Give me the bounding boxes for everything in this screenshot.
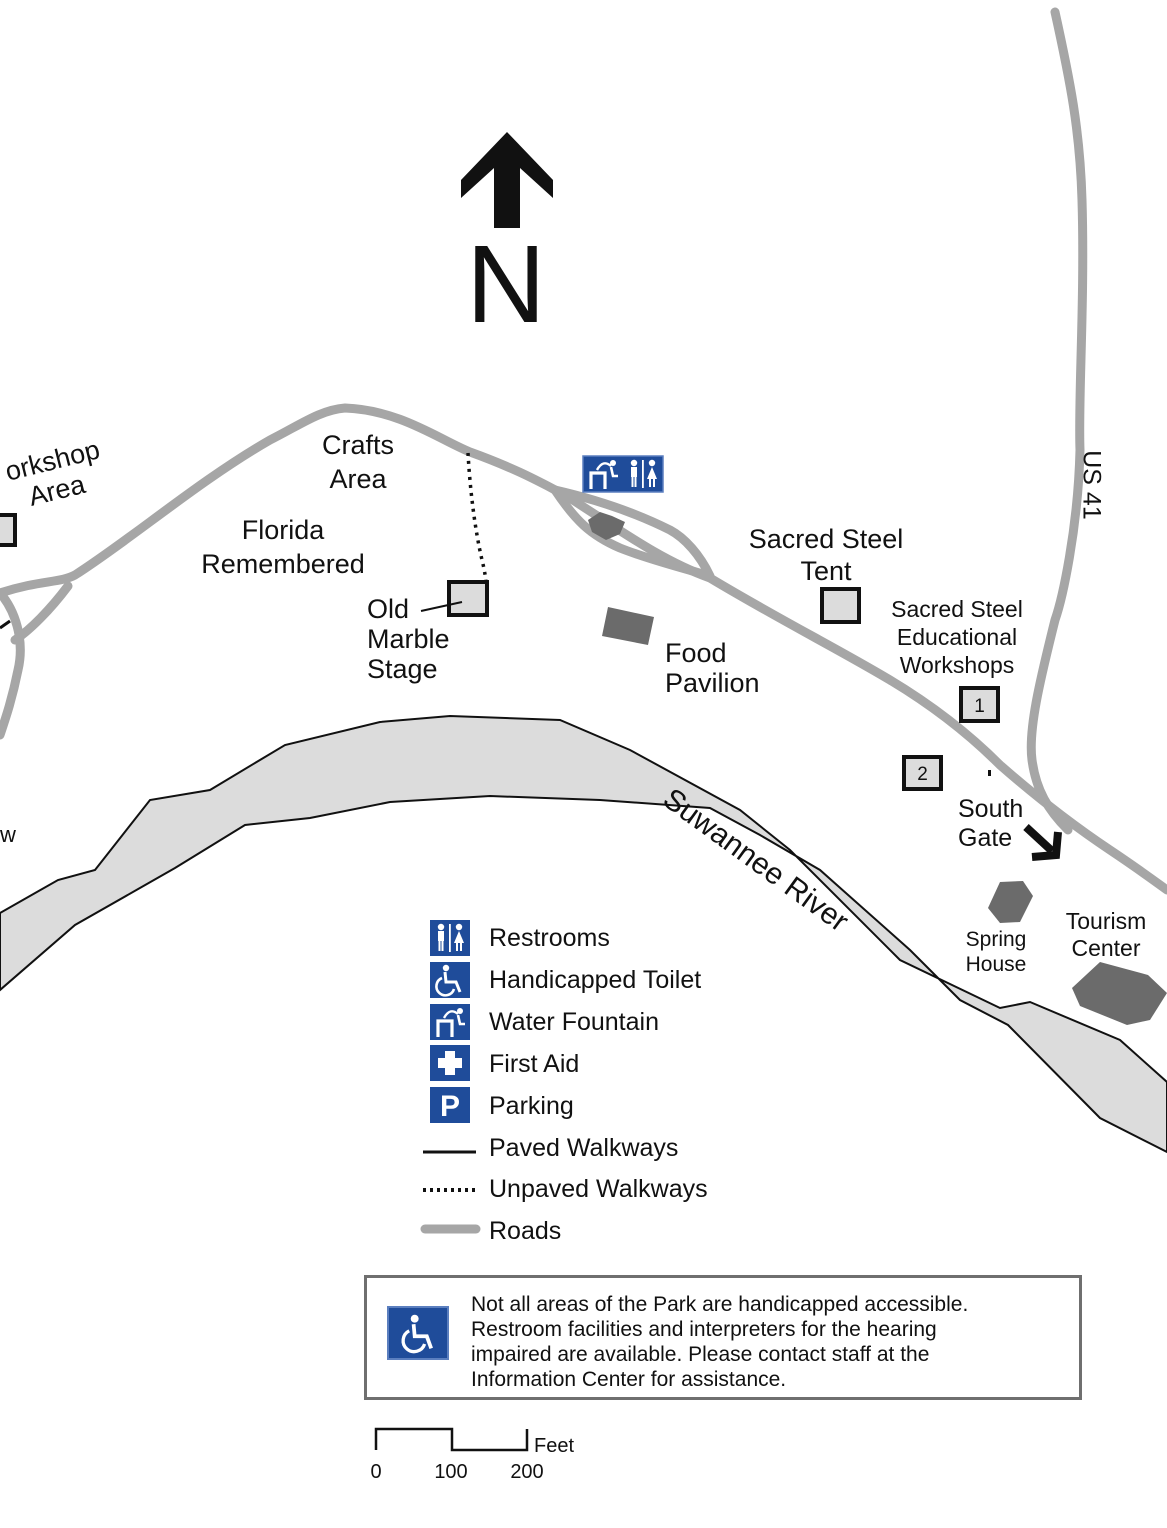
svg-text:Spring: Spring xyxy=(966,928,1027,951)
svg-text:Florida: Florida xyxy=(242,515,326,545)
svg-text:Educational: Educational xyxy=(897,624,1017,650)
svg-text:2: 2 xyxy=(917,764,928,785)
spring-house-label: Spring House xyxy=(966,928,1027,976)
svg-text:N: N xyxy=(466,223,545,346)
accessibility-notice: Not all areas of the Park are handicappe… xyxy=(364,1275,1082,1400)
svg-text:Pavilion: Pavilion xyxy=(665,668,760,698)
food-pavilion-building xyxy=(602,607,654,645)
edge-label-fragment: w xyxy=(0,822,16,847)
north-arrow: N xyxy=(461,132,553,346)
svg-text:Sacred Steel: Sacred Steel xyxy=(891,596,1023,622)
legend-item-unpaved-walkways: Unpaved Walkways xyxy=(423,1175,708,1203)
svg-text:Old: Old xyxy=(367,594,409,624)
florida-remembered-label: Florida Remembered xyxy=(201,515,365,579)
notice-text: Not all areas of the Park are handicappe… xyxy=(471,1292,1071,1392)
workshop-area-label: orkshop Area xyxy=(2,434,102,511)
notice-line: impaired are available. Please contact s… xyxy=(471,1343,930,1366)
restroom-icon xyxy=(430,920,470,956)
south-gate-arrow-icon xyxy=(1023,824,1062,861)
svg-text:100: 100 xyxy=(434,1461,467,1483)
paved-walkway-segment xyxy=(0,619,11,630)
svg-text:Area: Area xyxy=(329,464,387,494)
amenity-icons xyxy=(581,454,664,494)
svg-text:200: 200 xyxy=(510,1461,543,1483)
sacred-steel-tent-marker[interactable] xyxy=(820,587,861,624)
svg-text:South: South xyxy=(958,795,1023,823)
handicapped-icon xyxy=(387,1306,449,1360)
road-west-spur xyxy=(0,588,25,740)
svg-text:Gate: Gate xyxy=(958,824,1012,852)
workshop-marker-2[interactable]: 2 xyxy=(902,755,943,791)
road-west-link xyxy=(10,581,73,645)
notice-line: Not all areas of the Park are handicappe… xyxy=(471,1293,969,1316)
svg-text:0: 0 xyxy=(370,1461,381,1483)
svg-text:First Aid: First Aid xyxy=(489,1050,579,1078)
old-marble-stage-label: Old Marble Stage xyxy=(367,594,450,684)
svg-text:Water Fountain: Water Fountain xyxy=(489,1008,659,1036)
sacred-steel-workshops-label: Sacred Steel Educational Workshops xyxy=(891,596,1023,678)
road-main xyxy=(0,403,1167,895)
notice-line: Information Center for assistance. xyxy=(471,1368,787,1391)
svg-text:Marble: Marble xyxy=(367,624,450,654)
legend: Restrooms Handicapped Toilet Water Fount… xyxy=(420,920,708,1245)
stage-leader-line xyxy=(420,601,463,612)
svg-text:Unpaved Walkways: Unpaved Walkways xyxy=(489,1175,708,1203)
svg-text:Tent: Tent xyxy=(800,556,852,586)
water-fountain-icon xyxy=(581,454,625,494)
crafts-area-label: Crafts Area xyxy=(322,430,394,494)
svg-text:Food: Food xyxy=(665,638,727,668)
svg-text:1: 1 xyxy=(974,696,985,717)
road-us41 xyxy=(1026,7,1088,835)
parking-icon xyxy=(430,1087,470,1123)
roads xyxy=(0,7,1167,895)
legend-item-roads: Roads xyxy=(420,1217,561,1245)
river-label: Suwannee River xyxy=(657,782,854,938)
handicapped-icon xyxy=(428,960,472,1000)
picnic-shelter xyxy=(588,512,625,540)
legend-item-handicapped-toilet: Handicapped Toilet xyxy=(428,960,701,1000)
svg-text:Remembered: Remembered xyxy=(201,549,365,579)
svg-text:Handicapped Toilet: Handicapped Toilet xyxy=(489,966,701,994)
legend-item-paved-walkways: Paved Walkways xyxy=(423,1134,678,1162)
svg-text:Center: Center xyxy=(1071,935,1140,961)
south-gate-label: South Gate xyxy=(958,795,1023,852)
suwannee-river xyxy=(0,714,1167,1154)
old-marble-stage-marker[interactable] xyxy=(447,580,489,617)
workshop-area-marker[interactable] xyxy=(0,513,17,547)
food-pavilion-label: Food Pavilion xyxy=(665,638,760,698)
svg-text:Roads: Roads xyxy=(489,1217,561,1245)
tourism-center-label: Tourism Center xyxy=(1066,908,1147,961)
svg-text:Workshops: Workshops xyxy=(900,652,1015,678)
svg-text:P: P xyxy=(440,1090,460,1123)
us41-label: US 41 xyxy=(1077,450,1105,519)
legend-item-restrooms: Restrooms xyxy=(430,920,610,956)
svg-text:Restrooms: Restrooms xyxy=(489,924,610,952)
north-arrow-icon xyxy=(461,132,553,228)
svg-text:Tourism: Tourism xyxy=(1066,908,1147,934)
gate-post xyxy=(988,770,991,776)
svg-text:House: House xyxy=(966,953,1027,976)
tourism-center-building xyxy=(1072,962,1167,1025)
sacred-steel-tent-label: Sacred Steel Tent xyxy=(749,524,904,586)
restroom-icon xyxy=(623,456,663,492)
road-loop xyxy=(550,485,715,581)
unpaved-walkway xyxy=(466,452,488,585)
legend-item-water-fountain: Water Fountain xyxy=(428,1002,659,1042)
first-aid-icon xyxy=(430,1045,470,1081)
legend-item-parking: P Parking xyxy=(430,1087,574,1123)
svg-text:Paved Walkways: Paved Walkways xyxy=(489,1134,678,1162)
svg-text:Stage: Stage xyxy=(367,654,438,684)
workshop-marker-1[interactable]: 1 xyxy=(959,686,1000,723)
spring-house-building xyxy=(988,881,1033,923)
legend-item-first-aid: First Aid xyxy=(430,1045,579,1081)
svg-text:Crafts: Crafts xyxy=(322,430,394,460)
svg-text:Parking: Parking xyxy=(489,1092,574,1120)
svg-text:Sacred Steel: Sacred Steel xyxy=(749,524,904,554)
scale-bar: Feet 0 100 200 xyxy=(370,1427,574,1483)
notice-line: Restroom facilities and interpreters for… xyxy=(471,1318,937,1341)
water-fountain-icon xyxy=(428,1002,472,1042)
svg-text:Feet: Feet xyxy=(534,1435,574,1457)
